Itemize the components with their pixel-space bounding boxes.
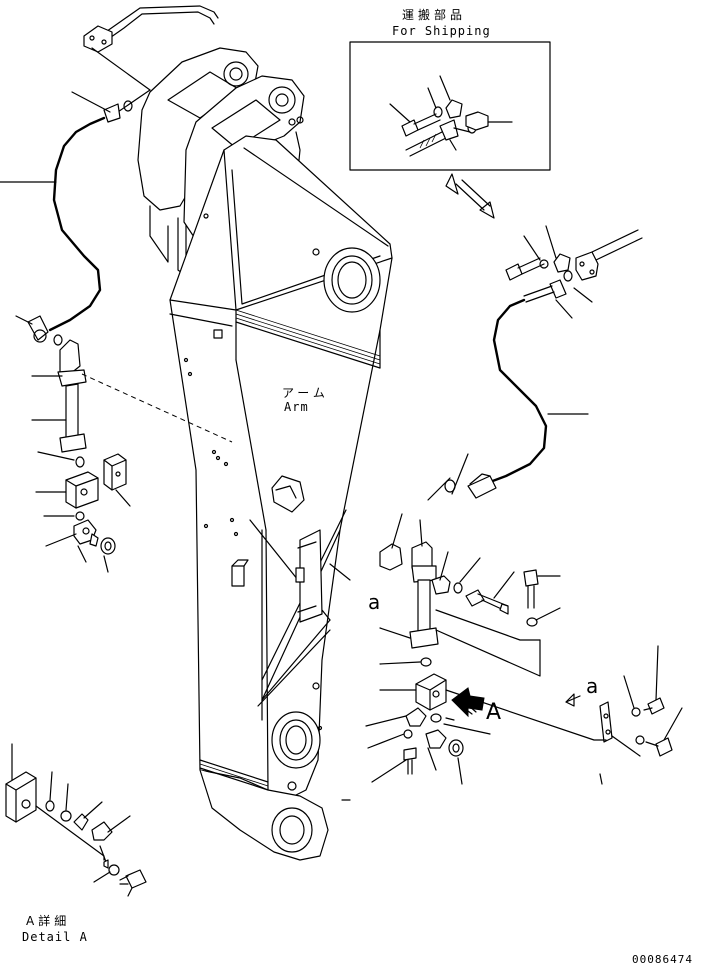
detail-label-jp: A詳細: [26, 914, 71, 928]
double-arrow: [445, 173, 495, 219]
right-pipe-line: [427, 225, 643, 501]
reference-letter-a-right: a: [586, 674, 599, 698]
leader-lines: [341, 773, 603, 801]
for-shipping-box: [349, 41, 551, 171]
arm-label-en: Arm: [284, 400, 309, 414]
reference-letter-a-left: a: [368, 590, 381, 614]
arm-assembly: [137, 47, 393, 861]
right-bracket-parts: [445, 645, 683, 757]
detail-a: [5, 743, 147, 897]
drawing-number: 00086474: [632, 953, 693, 966]
shipping-title-jp: 運搬部品: [402, 8, 467, 22]
arm-label-jp: アーム: [282, 386, 329, 400]
reference-letter-A: A: [486, 700, 502, 725]
shipping-title-en: For Shipping: [392, 24, 491, 38]
center-clamp-parts: [329, 513, 561, 785]
top-pipe-line: [0, 5, 219, 346]
left-clamp-parts: [31, 339, 233, 573]
detail-label-en: Detail A: [22, 930, 88, 944]
